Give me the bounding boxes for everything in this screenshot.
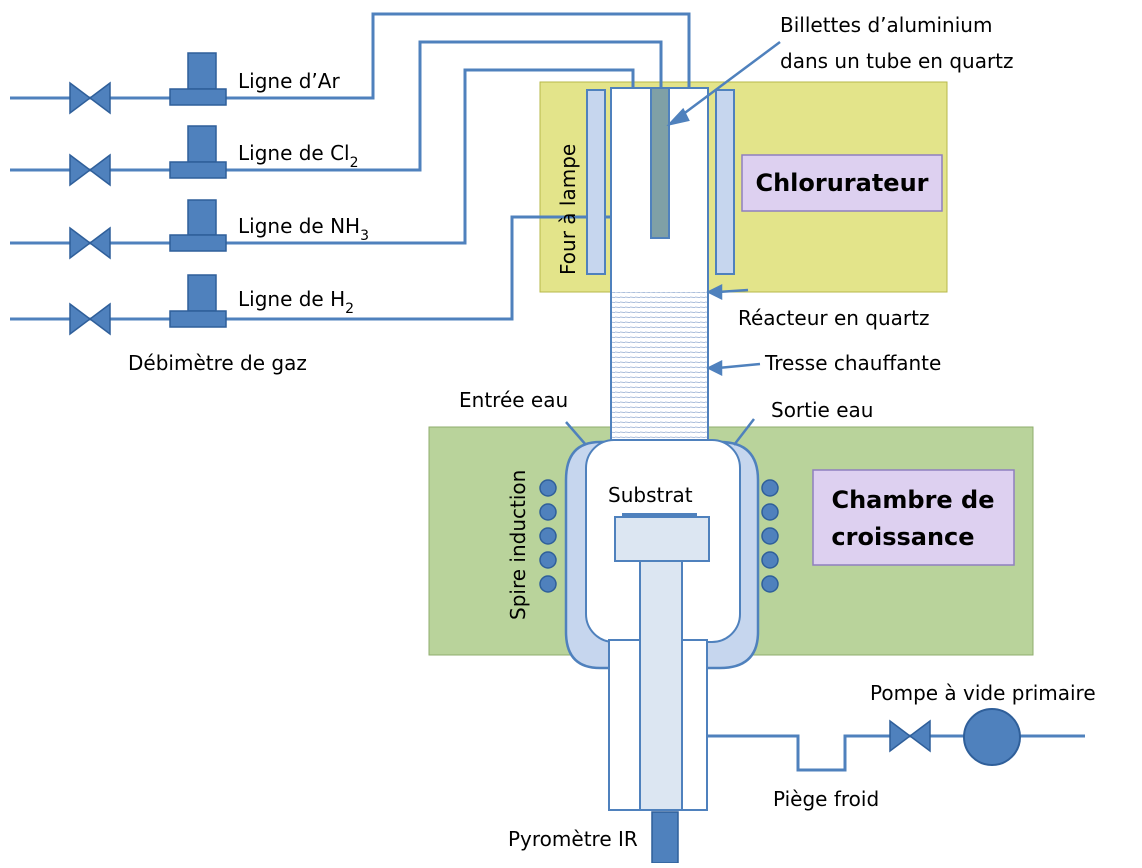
arrow-reacteur [717, 288, 749, 294]
valve-icon[interactable] [88, 153, 111, 187]
coil-turn [761, 503, 779, 521]
gas-pipes [10, 12, 691, 321]
arrow-entree-eau [565, 421, 587, 446]
flowmeter-icon [169, 161, 227, 179]
label-billettes-line2: dans un tube en quartz [780, 49, 1014, 73]
valve-icon[interactable] [69, 81, 92, 115]
label-pompe: Pompe à vide primaire [870, 681, 1096, 705]
label-piege: Piège froid [773, 787, 879, 811]
label-spire: Spire induction [506, 470, 530, 620]
valve-icon[interactable] [69, 226, 92, 260]
heating-tape [612, 292, 707, 442]
arrow-tresse [717, 362, 761, 370]
coil-turn [539, 503, 557, 521]
valve-icon[interactable] [69, 302, 92, 336]
label-entree-eau: Entrée eau [459, 388, 568, 412]
label-debimetre: Débimètre de gaz [128, 351, 307, 375]
label-ligne-nh3: Ligne de NH3 [238, 214, 369, 244]
coil-turn [539, 479, 557, 497]
susceptor-rod [639, 560, 683, 811]
flowmeter-icon [187, 125, 217, 163]
flowmeters [169, 52, 227, 328]
label-ligne-nh3-main: Ligne de NH [238, 214, 360, 238]
label-chambre-line2: croissance [831, 523, 974, 551]
gas-valves[interactable] [69, 81, 111, 336]
valve-icon[interactable] [69, 153, 92, 187]
label-ligne-cl2-main: Ligne de Cl [238, 141, 350, 165]
arrow-sortie-eau [733, 418, 755, 446]
vacuum-valve-icon[interactable] [908, 719, 931, 753]
label-ligne-cl2-sub: 2 [350, 155, 359, 171]
flowmeter-icon [187, 199, 217, 236]
label-pyrometre: Pyromètre IR [508, 827, 638, 851]
chlorurateur-box [741, 154, 943, 212]
flowmeter-icon [169, 234, 227, 252]
annotation-arrows [565, 40, 781, 446]
valve-icon[interactable] [88, 226, 111, 260]
flowmeter-icon [187, 52, 217, 90]
chambre-box [812, 469, 1015, 566]
coil-turn [761, 551, 779, 569]
coil-turn [539, 575, 557, 593]
label-four: Four à lampe [556, 144, 580, 275]
lamp-right [715, 89, 735, 275]
susceptor [614, 516, 710, 562]
label-ligne-h2: Ligne de H2 [238, 287, 354, 317]
label-sortie-eau: Sortie eau [771, 398, 873, 422]
flowmeter-icon [169, 310, 227, 328]
label-chambre-line1: Chambre de [831, 486, 994, 514]
lamp-left [586, 89, 606, 275]
label-ligne-ar: Ligne d’Ar [238, 69, 340, 93]
arrow-billettes [677, 40, 781, 120]
cl2-pipe [10, 40, 663, 172]
h2-pipe [10, 215, 611, 321]
pompe-icon [963, 708, 1021, 766]
coil-turn [761, 575, 779, 593]
coil-turn [539, 551, 557, 569]
label-tresse: Tresse chauffante [764, 351, 941, 375]
ar-pipe [10, 12, 691, 100]
label-billettes-line1: Billettes d’aluminium [780, 13, 992, 37]
nh3-pipe [10, 68, 635, 245]
label-ligne-cl2: Ligne de Cl2 [238, 141, 359, 171]
valve-icon[interactable] [88, 302, 111, 336]
arrow-head [666, 107, 690, 127]
label-chlorurateur: Chlorurateur [755, 169, 928, 197]
valve-icon[interactable] [88, 81, 111, 115]
arrow-head [706, 359, 723, 377]
vacuum-valve-icon[interactable] [889, 719, 912, 753]
flowmeter-icon [187, 274, 217, 312]
arrow-head [706, 283, 723, 301]
flowmeter-icon [169, 88, 227, 106]
coil-turn [539, 527, 557, 545]
label-ligne-h2-sub: 2 [345, 301, 354, 317]
label-reacteur: Réacteur en quartz [738, 306, 929, 330]
substrate [622, 513, 697, 518]
label-ligne-nh3-sub: 3 [360, 228, 369, 244]
coil-turn [761, 527, 779, 545]
induction-coil [539, 479, 779, 593]
aluminium-billets-tube [650, 87, 670, 239]
pyrometre-icon [651, 811, 679, 864]
label-substrat: Substrat [608, 483, 693, 507]
coil-turn [761, 479, 779, 497]
vacuum-line [707, 734, 1085, 772]
label-ligne-h2-main: Ligne de H [238, 287, 345, 311]
